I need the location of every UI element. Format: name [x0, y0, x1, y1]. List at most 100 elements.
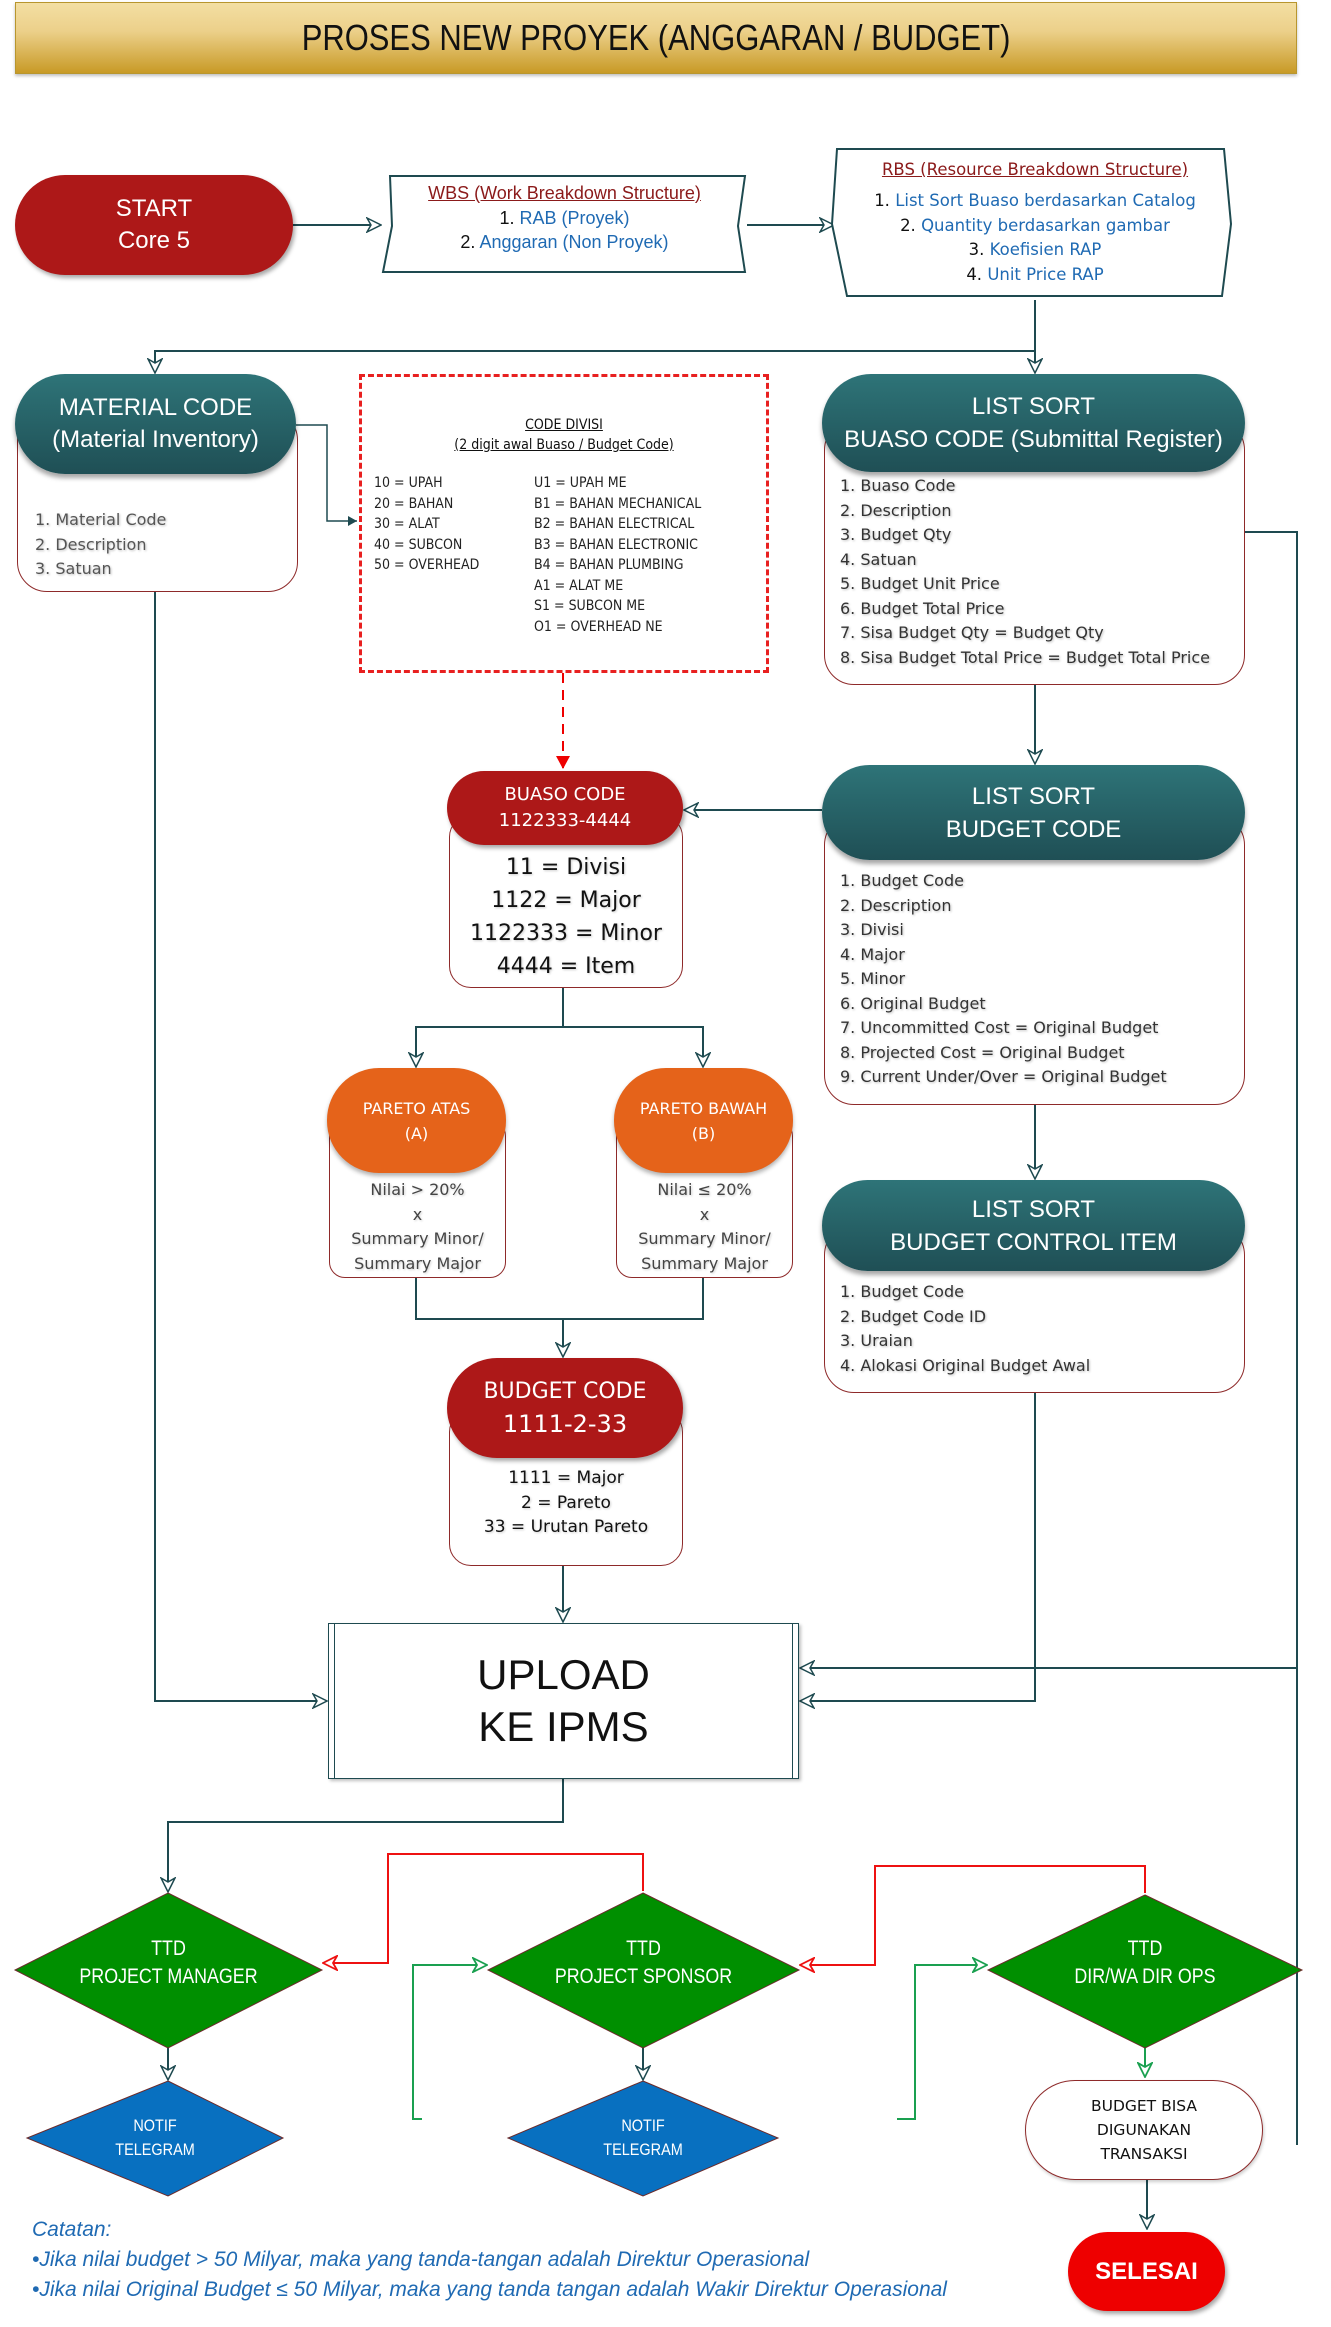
notif-telegram-1[interactable]: NOTIF TELEGRAM — [27, 2114, 283, 2162]
code-divisi-subheading: (2 digit awal Buaso / Budget Code) — [454, 437, 674, 453]
pareto-atas-label: (A) — [404, 1123, 429, 1143]
list-item: 5. Minor — [840, 969, 906, 988]
list-buaso-node[interactable]: LIST SORT BUASO CODE (Submittal Register… — [822, 374, 1245, 472]
pareto-atas-title: PARETO ATAS — [362, 1098, 471, 1118]
ttd-pm-node[interactable]: TTD PROJECT MANAGER — [15, 1935, 322, 1991]
list-budget-code-items: 1. Budget Code 2. Description 3. Divisi … — [840, 869, 1167, 1090]
rbs-node[interactable]: RBS (Resource Breakdown Structure) 1. Li… — [840, 155, 1230, 287]
legend-item: 1122 = Major — [491, 888, 641, 913]
code-divisi-entry: B4 = BAHAN PLUMBING — [534, 557, 684, 573]
list-item: 2. Description — [840, 500, 952, 520]
ttd-pm-label: TTD — [151, 1937, 186, 1960]
rule-line: Summary Minor/ — [638, 1229, 771, 1248]
connector-buaso-pareto-a — [416, 988, 564, 1066]
notif-channel: TELEGRAM — [603, 2140, 683, 2159]
connector-material-divisi — [296, 424, 357, 526]
material-code-title: MATERIAL CODE — [58, 394, 253, 421]
upload-subtitle: KE IPMS — [478, 1703, 649, 1750]
pareto-bawah-node[interactable]: PARETO BAWAH (B) — [614, 1068, 793, 1173]
notif-label: NOTIF — [621, 2116, 665, 2135]
selesai-node[interactable]: SELESAI — [1068, 2232, 1225, 2311]
rbs-item: 1. List Sort Buaso berdasarkan Catalog — [874, 191, 1196, 210]
wbs-item: 1. RAB (Proyek) — [499, 208, 630, 228]
legend-item: 1111 = Major — [508, 1468, 624, 1488]
list-item: 1. Budget Code — [840, 1282, 964, 1301]
code-divisi-box: CODE DIVISI (2 digit awal Buaso / Budget… — [359, 374, 769, 673]
notes-section: Catatan: •Jika nilai budget > 50 Milyar,… — [32, 2215, 947, 2305]
budget-code-format: 1111-2-33 — [502, 1410, 628, 1438]
list-budget-code-title: LIST SORT — [971, 782, 1096, 810]
list-item: 7. Uncommitted Cost = Original Budget — [840, 1018, 1159, 1037]
list-item: 2. Description — [35, 534, 147, 554]
upload-ipms-node[interactable]: UPLOAD KE IPMS — [328, 1623, 799, 1779]
material-code-subtitle: (Material Inventory) — [52, 426, 259, 453]
wbs-heading: WBS (Work Breakdown Structure) — [428, 183, 701, 203]
list-item: 3. Budget Qty — [840, 525, 952, 544]
list-item: 7. Sisa Budget Qty = Budget Qty — [840, 623, 1104, 642]
list-budget-control-title: LIST SORT — [971, 1195, 1096, 1223]
list-item: 5. Budget Unit Price — [840, 574, 1000, 593]
ttd-ps-node[interactable]: TTD PROJECT SPONSOR — [488, 1935, 799, 1991]
code-divisi-left-column: 10 = UPAH 20 = BAHAN 30 = ALAT 40 = SUBC… — [362, 473, 534, 637]
notif-telegram-2[interactable]: NOTIF TELEGRAM — [508, 2114, 778, 2162]
list-budget-code-node[interactable]: LIST SORT BUDGET CODE — [822, 765, 1245, 860]
list-budget-code-subtitle: BUDGET CODE — [945, 815, 1122, 843]
code-divisi-entry: 10 = UPAH — [374, 475, 443, 491]
code-divisi-entry: 30 = ALAT — [374, 516, 440, 532]
budget-bisa-line: DIGUNAKAN — [1096, 2121, 1192, 2139]
wbs-item: 2. Anggaran (Non Proyek) — [460, 232, 669, 252]
connector-buaso-pareto-b — [563, 1026, 703, 1066]
buaso-code-node[interactable]: BUASO CODE 1122333-4444 — [447, 771, 683, 845]
material-code-node[interactable]: MATERIAL CODE (Material Inventory) — [15, 374, 296, 474]
rbs-item: 3. Koefisien RAP — [968, 240, 1102, 259]
rbs-heading: RBS (Resource Breakdown Structure) — [881, 160, 1189, 179]
wbs-shape — [381, 175, 747, 273]
connector-upload-pm — [168, 1779, 564, 1891]
page-title: PROSES NEW PROYEK (ANGGARAN / BUDGET) — [301, 17, 1011, 58]
budget-bisa-line: TRANSAKSI — [1100, 2145, 1188, 2163]
list-item: 1. Budget Code — [840, 871, 964, 890]
connector-rbs-split — [155, 300, 1036, 372]
selesai-label: SELESAI — [1095, 2257, 1198, 2285]
upload-title: UPLOAD — [477, 1651, 650, 1698]
connector-pareto-a-merge — [415, 1278, 704, 1320]
budget-bisa-node[interactable]: BUDGET BISA DIGUNAKAN TRANSAKSI — [1025, 2080, 1263, 2180]
pareto-atas-node[interactable]: PARETO ATAS (A) — [327, 1068, 506, 1173]
list-item: 9. Current Under/Over = Original Budget — [840, 1067, 1167, 1086]
rule-line: x — [699, 1204, 710, 1224]
legend-item: 11 = Divisi — [505, 855, 627, 880]
list-budget-code-body — [824, 815, 1245, 1105]
ttd-pm-role: PROJECT MANAGER — [79, 1965, 258, 1988]
list-item: 3. Satuan — [35, 559, 112, 578]
list-item: 1. Buaso Code — [840, 476, 956, 495]
reject-ps-to-pm — [324, 1853, 644, 1963]
list-item: 4. Satuan — [840, 549, 917, 569]
list-budget-control-subtitle: BUDGET CONTROL ITEM — [890, 1228, 1177, 1256]
list-buaso-subtitle: BUASO CODE (Submittal Register) — [844, 426, 1223, 453]
wbs-node[interactable]: WBS (Work Breakdown Structure) 1. RAB (P… — [392, 180, 737, 254]
legend-item: 4444 = Item — [496, 954, 636, 979]
list-buaso-items: 1. Buaso Code 2. Description 3. Budget Q… — [840, 474, 1210, 670]
ttd-dir-node[interactable]: TTD DIR/WA DIR OPS — [988, 1935, 1302, 1991]
buaso-code-legend: 11 = Divisi 1122 = Major 1122333 = Minor… — [449, 851, 683, 983]
connector-buaso-list-upload — [801, 531, 1298, 2145]
list-item: 8. Projected Cost = Original Budget — [840, 1042, 1125, 1062]
budget-code-node[interactable]: BUDGET CODE 1111-2-33 — [447, 1358, 683, 1458]
approve-notif2-dir — [897, 1965, 986, 2120]
pareto-bawah-rule: Nilai ≤ 20% x Summary Minor/ Summary Maj… — [616, 1178, 793, 1276]
connector-control-upload — [801, 1393, 1036, 1701]
list-item: 2. Budget Code ID — [840, 1306, 987, 1326]
reject-dir-to-ps — [801, 1865, 1146, 1965]
ttd-ps-label: TTD — [626, 1937, 661, 1960]
budget-bisa-line: BUDGET BISA — [1090, 2097, 1198, 2115]
list-item: 6. Budget Total Price — [840, 598, 1005, 618]
process-bar-right — [792, 1624, 793, 1778]
legend-item: 33 = Urutan Pareto — [483, 1517, 649, 1537]
pareto-atas-rule: Nilai > 20% x Summary Minor/ Summary Maj… — [329, 1178, 506, 1276]
list-budget-control-node[interactable]: LIST SORT BUDGET CONTROL ITEM — [822, 1180, 1245, 1271]
start-node[interactable]: START Core 5 — [15, 175, 293, 275]
list-item: 6. Original Budget — [840, 993, 986, 1013]
approve-notif1-ps — [412, 1965, 486, 2120]
notif-channel: TELEGRAM — [115, 2140, 195, 2159]
note-item: •Jika nilai Original Budget ≤ 50 Milyar,… — [32, 2278, 947, 2301]
